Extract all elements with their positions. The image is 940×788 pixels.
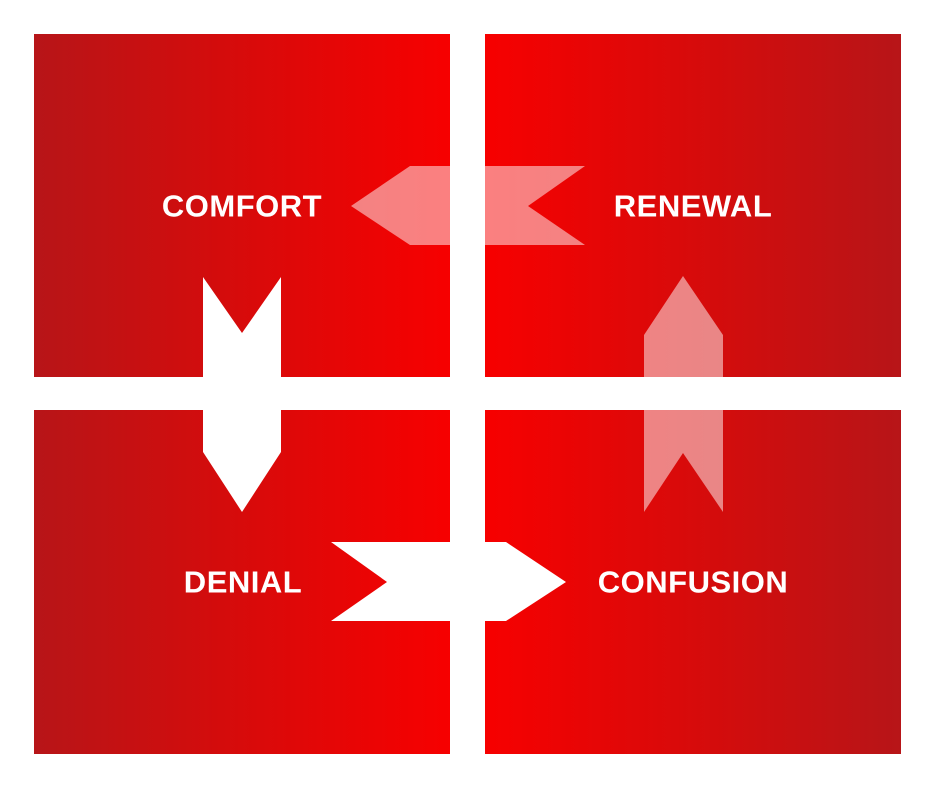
arrow-comfort-to-denial [203,277,281,512]
stage-label-confusion: CONFUSION [597,564,789,600]
arrow-denial-to-confusion [331,542,566,621]
stage-label-renewal: RENEWAL [613,188,773,224]
stage-label-denial: DENIAL [183,564,303,600]
arrow-renewal-to-comfort [351,166,585,245]
arrow-confusion-to-renewal [644,276,723,512]
stage-label-comfort: COMFORT [161,188,323,224]
